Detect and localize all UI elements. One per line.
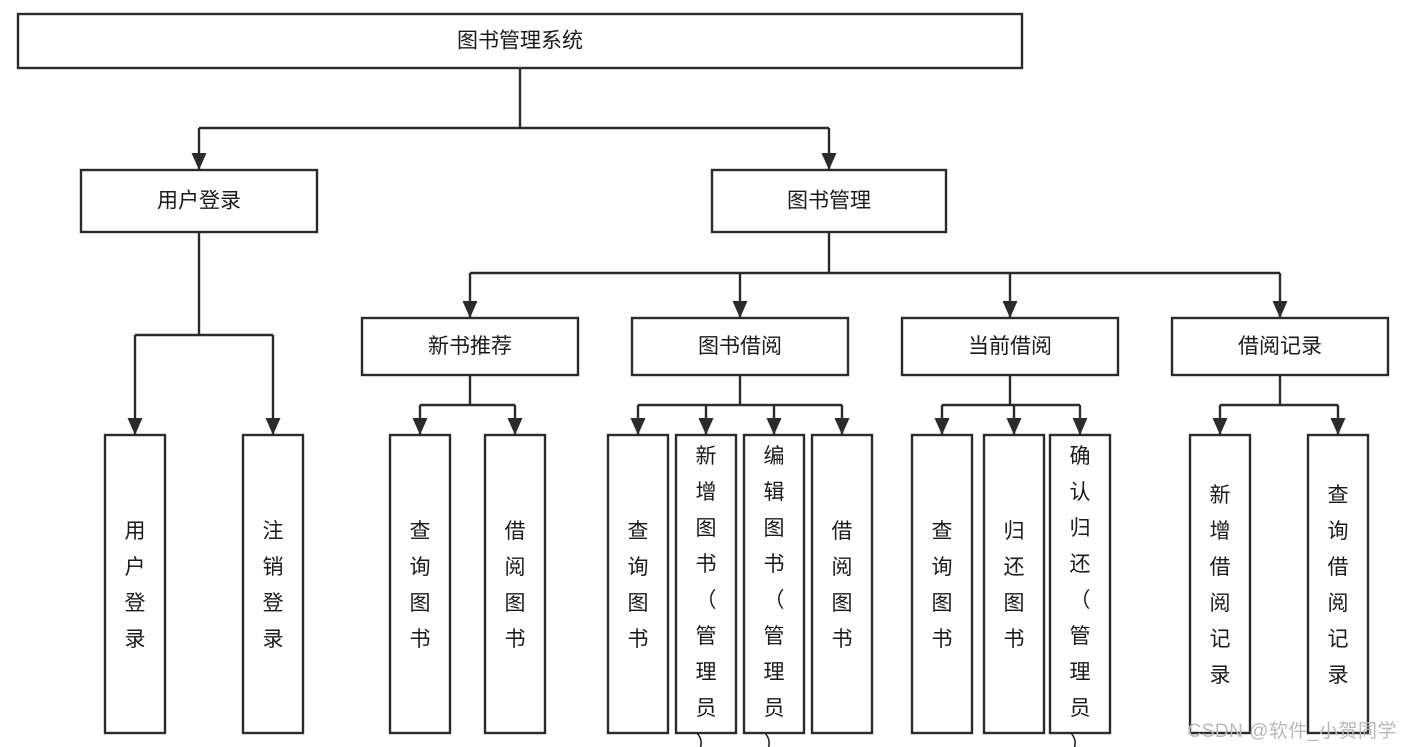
arrow-head-icon [1072, 418, 1088, 435]
arrow-head-icon [1212, 418, 1228, 435]
arrow-head-icon [821, 153, 837, 170]
node-box[interactable] [388, 433, 452, 735]
node-新书推荐[interactable]: 新书推荐 [360, 316, 580, 377]
node-label: 图书管理系统 [457, 30, 583, 53]
node-用户登录[interactable]: 用户登录 [103, 433, 167, 735]
node-label: 编辑图书（管理员） [764, 445, 785, 747]
node-box[interactable] [810, 433, 874, 735]
node-box[interactable] [742, 433, 806, 735]
node-box[interactable] [710, 168, 948, 234]
node-确认归还管理员[interactable]: 确认归还（管理员） [1048, 433, 1112, 747]
arrow-head-icon [1006, 418, 1022, 435]
node-借阅图书[interactable]: 借阅图书 [810, 433, 874, 735]
arrow-head-icon [1330, 418, 1346, 435]
node-查询借阅记录[interactable]: 查询借阅记录 [1306, 433, 1370, 735]
arrow-head-icon [191, 153, 207, 170]
node-查询图书[interactable]: 查询图书 [388, 433, 452, 735]
node-图书管理系统[interactable]: 图书管理系统 [16, 12, 1024, 70]
node-box[interactable] [360, 316, 580, 377]
arrow-head-icon [934, 418, 950, 435]
arrow-head-icon [412, 418, 428, 435]
edges-layer [127, 68, 1346, 435]
node-借阅记录[interactable]: 借阅记录 [1170, 316, 1390, 377]
node-label: 图书管理 [787, 190, 871, 213]
node-box[interactable] [900, 316, 1120, 377]
node-box[interactable] [1048, 433, 1112, 735]
node-用户登录[interactable]: 用户登录 [79, 168, 319, 234]
node-label: 查询图书 [932, 520, 953, 651]
node-label: 查询图书 [410, 520, 431, 651]
node-box[interactable] [1170, 316, 1390, 377]
node-box[interactable] [16, 12, 1024, 70]
node-图书借阅[interactable]: 图书借阅 [630, 316, 850, 377]
node-label: 新增借阅记录 [1210, 484, 1231, 687]
arrow-head-icon [834, 418, 850, 435]
node-box[interactable] [483, 433, 547, 735]
node-box[interactable] [606, 433, 670, 735]
node-查询图书[interactable]: 查询图书 [910, 433, 974, 735]
node-box[interactable] [910, 433, 974, 735]
nodes-layer: 图书管理系统用户登录图书管理用户登录注销登录新书推荐查询图书借阅图书图书借阅查询… [16, 12, 1390, 747]
arrow-head-icon [507, 418, 523, 435]
node-注销登录[interactable]: 注销登录 [241, 433, 305, 735]
node-label: 确认归还（管理员） [1070, 445, 1091, 747]
arrow-head-icon [766, 418, 782, 435]
node-box[interactable] [103, 433, 167, 735]
node-box[interactable] [241, 433, 305, 735]
arrow-head-icon [732, 301, 748, 318]
node-label: 当前借阅 [968, 335, 1052, 358]
node-查询图书[interactable]: 查询图书 [606, 433, 670, 735]
node-当前借阅[interactable]: 当前借阅 [900, 316, 1120, 377]
node-label: 新增图书（管理员） [696, 445, 717, 747]
arrow-head-icon [1272, 301, 1288, 318]
node-借阅图书[interactable]: 借阅图书 [483, 433, 547, 735]
arrow-head-icon [265, 418, 281, 435]
node-label: 查询图书 [628, 520, 649, 651]
node-label: 借阅记录 [1238, 335, 1322, 358]
node-label: 图书借阅 [698, 335, 782, 358]
node-box[interactable] [982, 433, 1046, 735]
node-label: 用户登录 [125, 520, 146, 651]
arrow-head-icon [462, 301, 478, 318]
arrow-head-icon [127, 418, 143, 435]
node-box[interactable] [630, 316, 850, 377]
node-label: 用户登录 [157, 190, 241, 213]
node-label: 查询借阅记录 [1328, 484, 1349, 687]
node-新增图书管理员[interactable]: 新增图书（管理员） [674, 433, 738, 747]
node-box[interactable] [1188, 433, 1252, 735]
node-label: 借阅图书 [832, 520, 853, 651]
node-新增借阅记录[interactable]: 新增借阅记录 [1188, 433, 1252, 735]
arrow-head-icon [630, 418, 646, 435]
node-label: 归还图书 [1004, 520, 1025, 651]
node-box[interactable] [79, 168, 319, 234]
node-编辑图书管理员[interactable]: 编辑图书（管理员） [742, 433, 806, 747]
node-box[interactable] [1306, 433, 1370, 735]
node-box[interactable] [674, 433, 738, 735]
node-图书管理[interactable]: 图书管理 [710, 168, 948, 234]
node-label: 新书推荐 [428, 335, 512, 358]
arrow-head-icon [1002, 301, 1018, 318]
arrow-head-icon [698, 418, 714, 435]
node-label: 借阅图书 [505, 520, 526, 651]
node-归还图书[interactable]: 归还图书 [982, 433, 1046, 735]
node-label: 注销登录 [263, 520, 284, 651]
